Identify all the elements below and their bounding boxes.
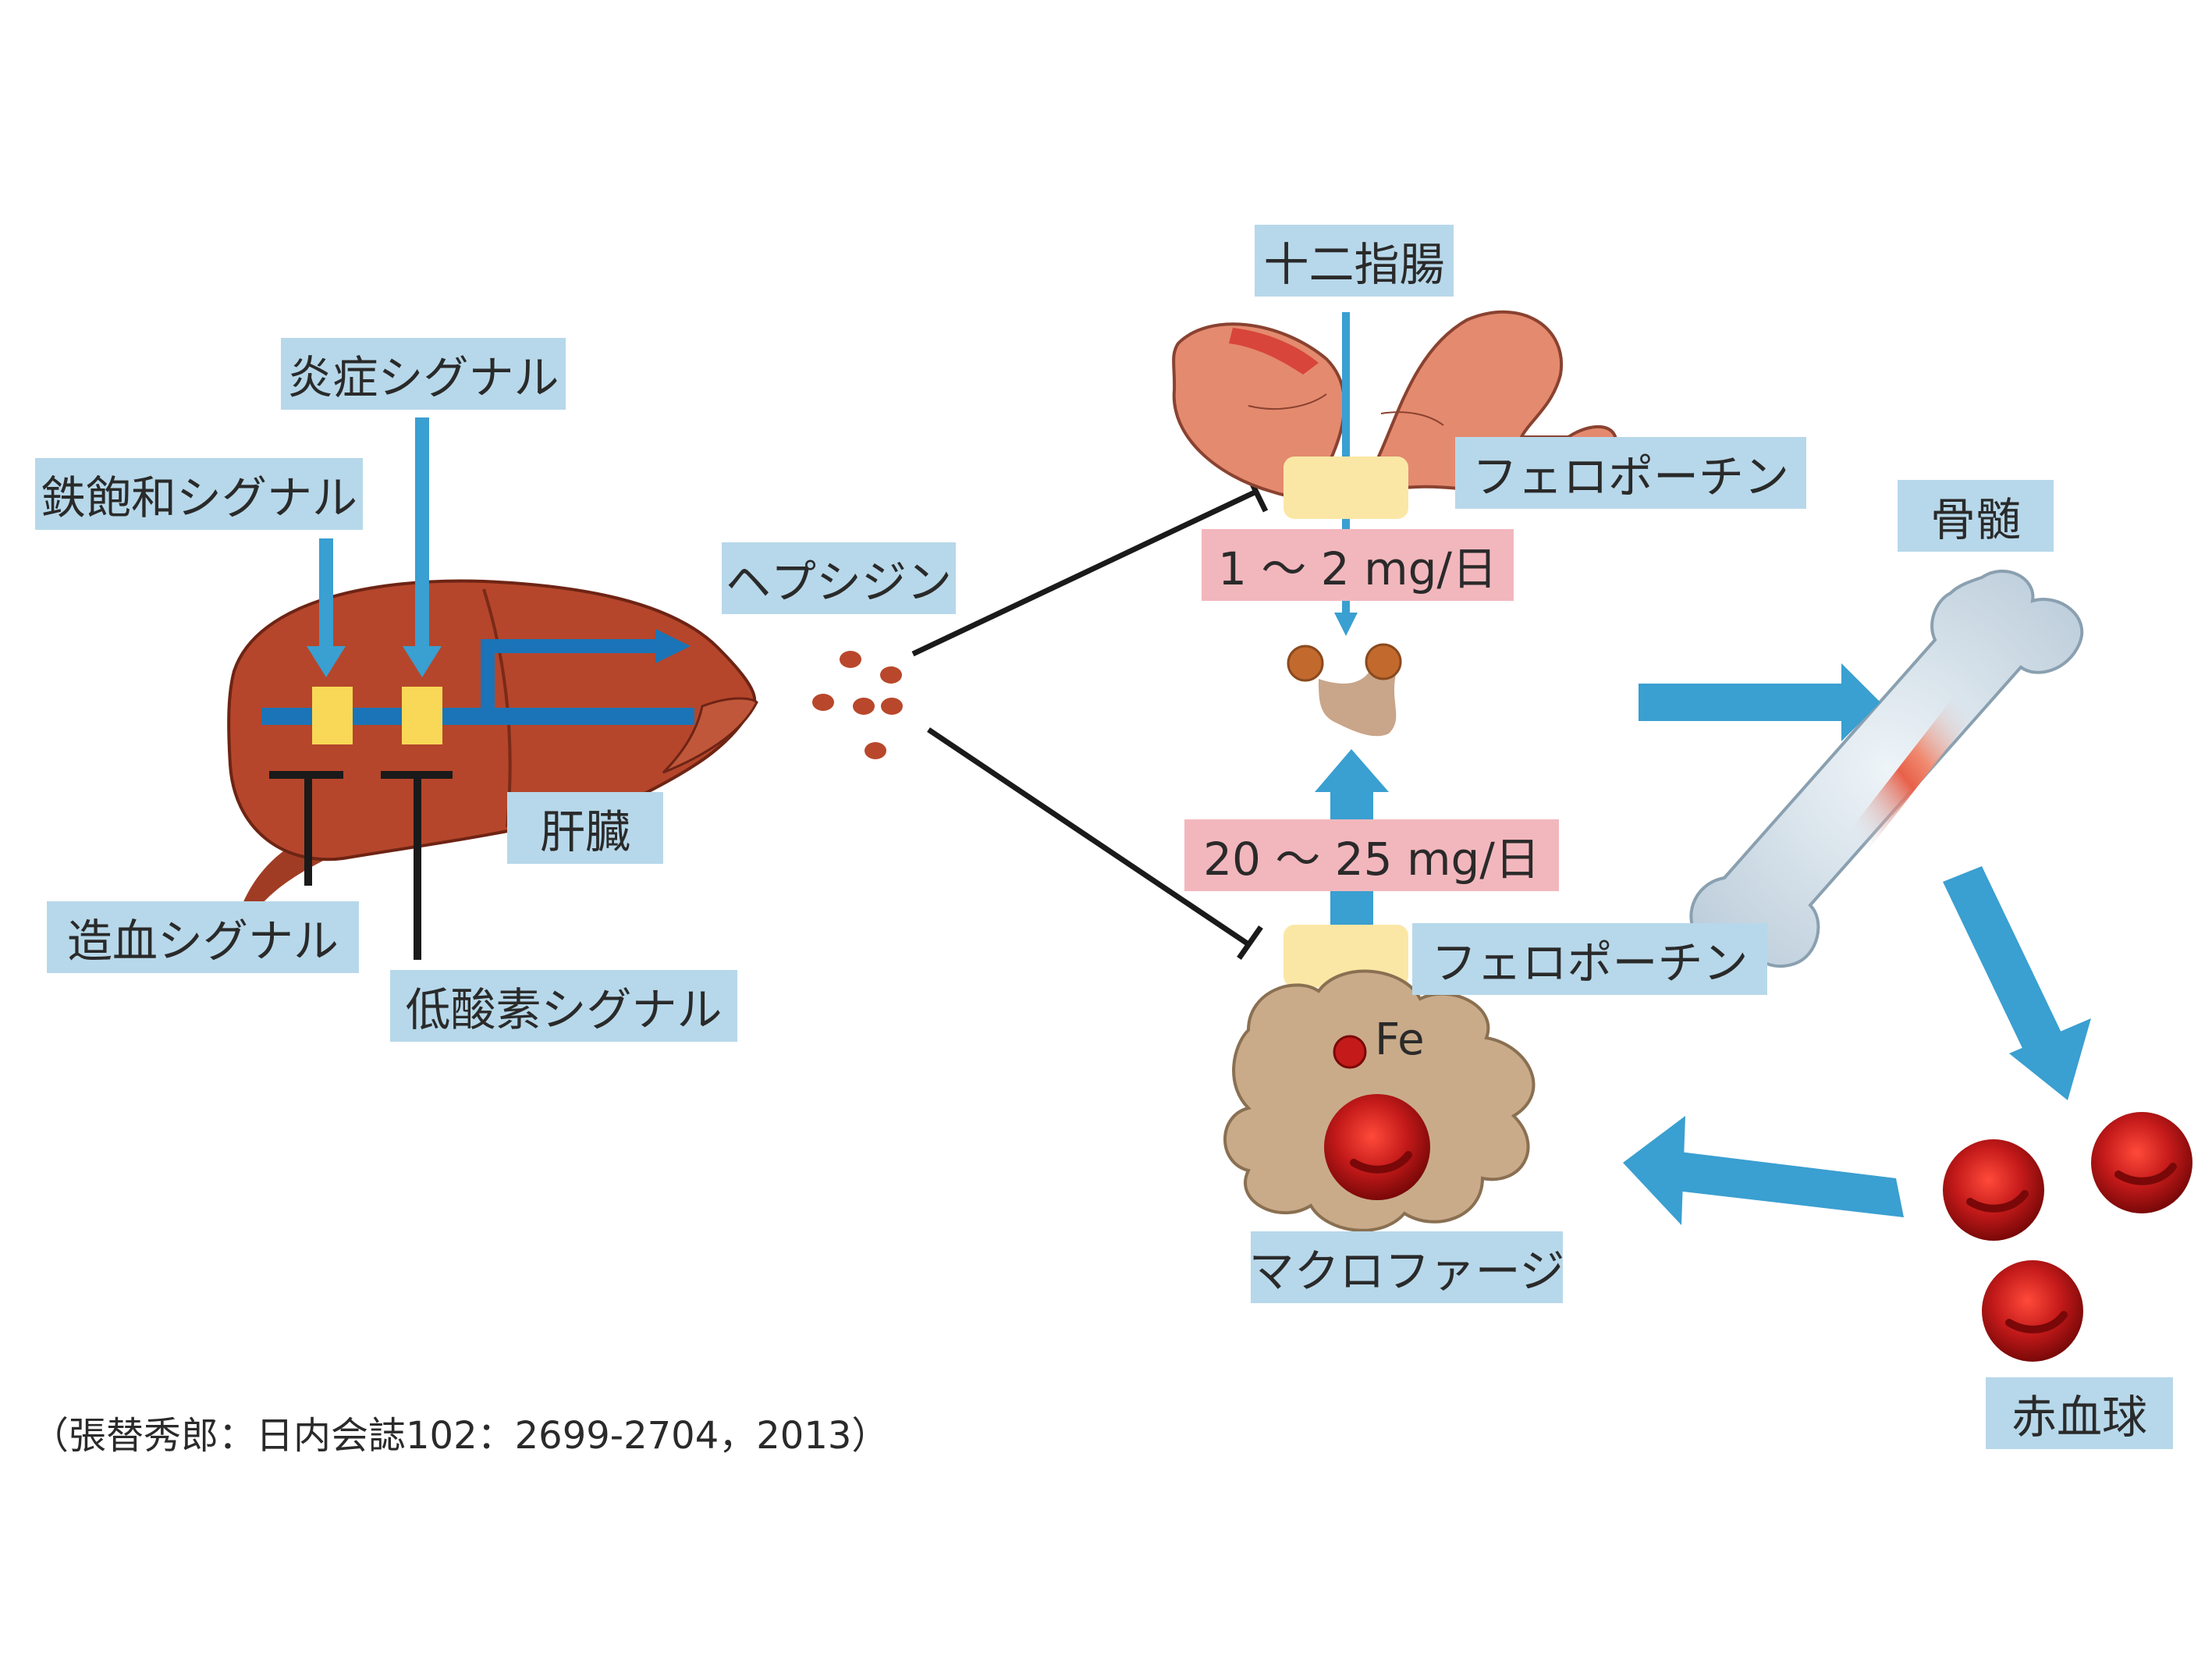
liver-label: 肝臓 (507, 792, 663, 864)
hepcidin-molecules (812, 651, 903, 759)
duodenum-label: 十二指腸 (1255, 225, 1454, 297)
bone-marrow-label: 骨髄 (1898, 480, 2054, 552)
transferrin (1287, 643, 1402, 737)
hematopoietic-signal-label: 造血シグナル (47, 901, 359, 973)
inflammation-signal-label: 炎症シグナル (281, 338, 566, 410)
liver-output-arrowhead (655, 629, 691, 663)
duodenum-absorption-arrowhead (1334, 613, 1358, 636)
hypoxia-signal-label: 低酸素シグナル (390, 970, 737, 1042)
duodenal-absorption-flow: 1 ～ 2 mg/日 (1202, 529, 1514, 601)
ferroportin-duodenum-box (1284, 456, 1408, 519)
iron-sensor-box-1 (312, 687, 353, 744)
macrophage-release-flow: 20 ～ 25 mg/日 (1184, 819, 1559, 891)
hepcidin-label: ヘプシジン (722, 542, 956, 614)
liver-edge-flap (662, 697, 758, 774)
fe-label: Fe (1375, 1014, 1425, 1065)
signal-arrows (307, 417, 442, 677)
iron-sensor-box-2 (402, 687, 442, 744)
phagocytosed-red-cell (1324, 1094, 1430, 1200)
citation: （張替秀郎：日内会誌102：2699-2704，2013） (31, 1414, 889, 1458)
red-blood-cells (1943, 1112, 2192, 1362)
fe-particle (1333, 1035, 1367, 1069)
inhibitory-signals (269, 771, 453, 960)
red-blood-cells-label: 赤血球 (1986, 1377, 2173, 1449)
to-rbc-arrow (1943, 866, 2091, 1100)
ferroportin-duodenum-label: フェロポーチン (1455, 437, 1806, 509)
liver-signal-bar (261, 708, 694, 725)
macrophage (1223, 969, 1536, 1232)
to-macrophage-arrow (1623, 1116, 1904, 1225)
liver-output-arrow (481, 639, 655, 716)
macrophage-label: マクロファージ (1249, 1231, 1564, 1303)
ferroportin-macrophage-label: フェロポーチン (1412, 923, 1767, 995)
iron-saturation-signal-label: 鉄飽和シグナル (35, 458, 363, 530)
to-bone-arrow (1639, 663, 1880, 741)
bone-marrow-bone (1689, 569, 2084, 968)
liver (227, 579, 758, 909)
